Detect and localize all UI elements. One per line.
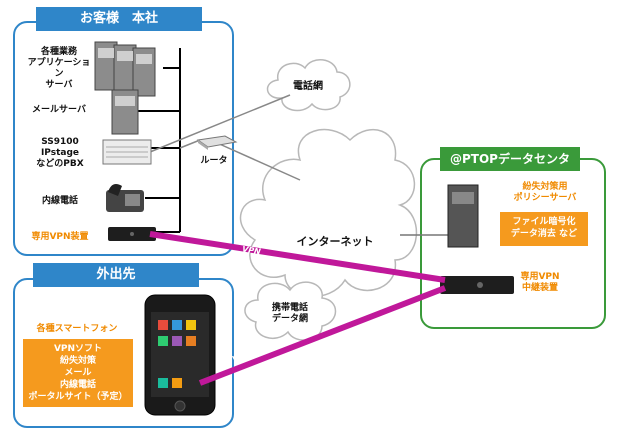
pbx-label: SS9100 IPstage などのPBX [36,137,84,169]
app-servers-label: 各種業務 アプリケーション サーバ [27,47,91,90]
router-label: ルータ [200,156,228,166]
smartphone-icon [144,294,216,416]
smartphone-label: 各種スマートフォン [36,324,118,334]
hq-vpn-device-icon [108,227,156,241]
remote-title: 外出先 [33,263,199,287]
internet-label: インターネット [296,235,374,248]
app-server-icon [94,41,156,97]
mobile-net-cloud [244,281,337,341]
phone-icon [106,184,144,212]
vpn-relay-device-icon [440,276,514,294]
datacenter-features-box: ファイル暗号化 データ消去 など [500,212,588,246]
vpn-relay-label: 専用VPN 中継装置 [520,272,560,293]
hq-vpn-device-label: 専用VPN装置 [31,232,89,242]
vpn-tunnel-hq [149,231,446,283]
mail-server-label: メールサーバ [32,105,86,115]
vpn-tunnel-mobile [198,285,447,386]
pbx-icon [102,139,152,165]
mobile-net-label: 携帯電話 データ網 [271,303,308,324]
policy-server-label: 紛失対策用 ポリシーサーバ [513,182,577,203]
router-icon [196,135,238,150]
policy-server-icon [447,184,479,248]
datacenter-title: @PTOPデータセンタ [440,147,580,171]
remote-features-box: VPNソフト 紛失対策 メール 内線電話 ポータルサイト（予定） [23,339,133,407]
hq-title: お客様 本社 [36,7,202,31]
phone-net-label: 電話網 [293,81,323,92]
phone-label: 内線電話 [41,196,78,206]
mail-server-icon [111,89,139,135]
